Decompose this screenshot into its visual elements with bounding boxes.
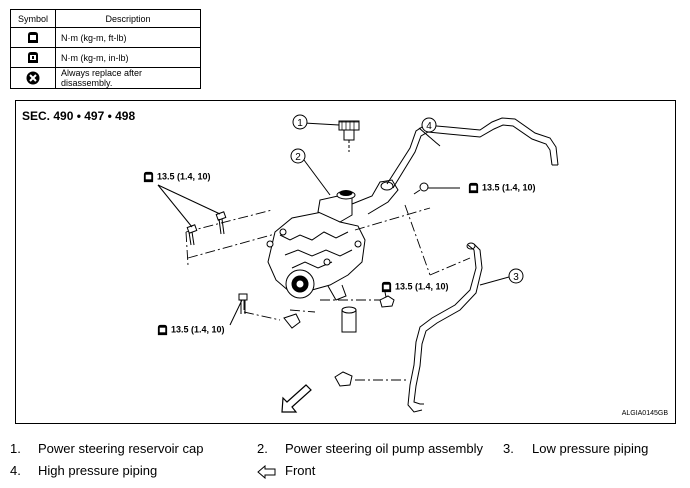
- callout-3: 3: [508, 268, 524, 284]
- bolt: [215, 211, 227, 235]
- front-direction-arrow: [281, 384, 312, 413]
- torque-nm-kgm-ftlb-icon: [28, 32, 38, 43]
- bolt: [186, 224, 198, 246]
- oil-pump-assembly: [266, 190, 366, 301]
- bolts: [186, 182, 429, 387]
- torque-label-bolt-lower: 13.5 (1.4, 10): [156, 324, 225, 336]
- bracket: [341, 306, 357, 333]
- legend-header-row: Symbol Description: [10, 9, 201, 28]
- bolt: [379, 295, 395, 308]
- reservoir-cap: [338, 120, 360, 152]
- bolt: [413, 182, 429, 195]
- svg-text:4: 4: [426, 121, 432, 132]
- bracket: [283, 313, 301, 329]
- torque-label-bracket-bolt: 13.5 (1.4, 10): [380, 281, 449, 293]
- callout-1: 1: [292, 114, 308, 130]
- front-arrow-icon: [257, 465, 276, 479]
- diagram-frame: [15, 100, 676, 424]
- torque-nm-kgm-ftlb-icon: [157, 324, 168, 336]
- bolt: [238, 293, 248, 314]
- torque-label-bolts-upper: 13.5 (1.4, 10): [142, 171, 211, 183]
- bolt: [334, 371, 353, 387]
- svg-text:3: 3: [513, 272, 519, 283]
- high-pressure-piping: [386, 117, 559, 189]
- torque-nm-kgm-ftlb-icon: [143, 171, 154, 183]
- callout-circles: 1 2 3 4: [290, 114, 524, 284]
- low-pressure-piping: [407, 242, 483, 413]
- torque-nm-kgm-inlb-icon: [28, 52, 38, 63]
- svg-text:1: 1: [297, 118, 303, 129]
- legend-text-replace: Always replace after disassembly.: [55, 67, 201, 89]
- torque-value: 13.5 (1.4, 10): [171, 324, 225, 335]
- svg-text:2: 2: [295, 152, 301, 163]
- legend-table: Symbol Description N·m (kg-m, ft-lb) N·m…: [10, 9, 201, 89]
- always-replace-icon: [26, 71, 40, 85]
- torque-nm-kgm-ftlb-icon: [381, 281, 392, 293]
- figure-id: ALGIA0145GB: [621, 410, 668, 417]
- torque-value: 13.5 (1.4, 10): [482, 182, 536, 193]
- torque-value: 13.5 (1.4, 10): [395, 281, 449, 292]
- torque-value: 13.5 (1.4, 10): [157, 171, 211, 182]
- section-title: SEC. 490 • 497 • 498: [22, 109, 136, 123]
- legend-row: Always replace after disassembly.: [10, 67, 201, 89]
- callout-2: 2: [290, 148, 306, 164]
- callout-4: 4: [421, 117, 437, 133]
- torque-nm-kgm-ftlb-icon: [468, 182, 479, 194]
- torque-label-pipe-bolt: 13.5 (1.4, 10): [467, 182, 536, 194]
